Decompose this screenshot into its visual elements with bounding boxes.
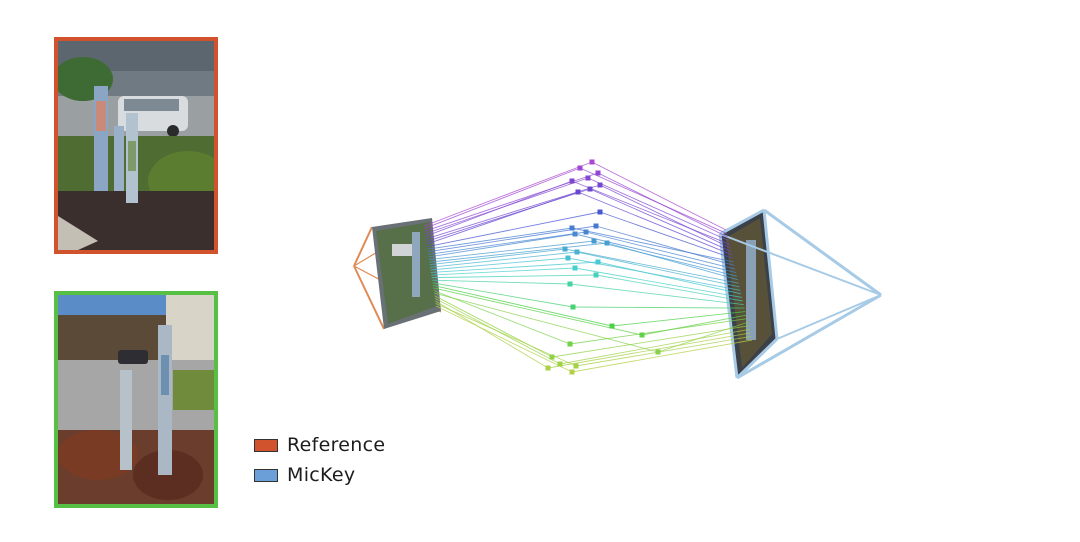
correspondence-ray xyxy=(432,280,570,284)
matched-3d-point xyxy=(573,232,578,237)
matched-3d-point xyxy=(568,282,573,287)
matched-3d-point xyxy=(596,260,601,265)
correspondence-ray xyxy=(575,268,742,297)
matched-3d-point xyxy=(598,210,603,215)
matched-3d-point xyxy=(584,230,589,235)
matched-3d-point xyxy=(640,333,645,338)
matched-3d-point xyxy=(558,362,563,367)
correspondence-ray xyxy=(572,340,752,372)
mickey-camera xyxy=(720,210,881,378)
matched-3d-point xyxy=(590,160,595,165)
legend-swatch-reference xyxy=(254,439,278,452)
matched-3d-point xyxy=(566,256,571,261)
legend: Reference MicKey xyxy=(254,430,385,490)
matched-3d-point xyxy=(610,324,615,329)
correspondence-ray xyxy=(436,306,572,372)
correspondence-ray xyxy=(573,307,744,308)
matched-3d-point xyxy=(570,226,575,231)
legend-label-mickey: MicKey xyxy=(287,464,355,486)
correspondence-ray xyxy=(596,275,743,301)
matched-3d-point xyxy=(576,190,581,195)
matched-3d-point xyxy=(570,370,575,375)
matched-3d-point xyxy=(568,342,573,347)
matched-3d-point xyxy=(592,239,597,244)
matched-3d-point xyxy=(571,305,576,310)
matched-3d-point xyxy=(550,355,555,360)
correspondence-ray xyxy=(570,284,744,305)
correspondence-ray xyxy=(433,285,612,326)
matched-3d-point xyxy=(570,179,575,184)
reference-camera xyxy=(354,218,441,329)
correspondence-ray xyxy=(588,178,729,241)
matched-3d-point xyxy=(594,224,599,229)
correspondence-ray xyxy=(598,262,741,294)
correspondence-ray xyxy=(576,336,751,366)
matched-3d-point xyxy=(588,187,593,192)
correspondence-ray xyxy=(590,189,731,251)
correspondence-ray xyxy=(560,329,749,364)
legend-item-mickey: MicKey xyxy=(254,460,385,490)
matched-3d-point xyxy=(596,171,601,176)
correspondence-ray xyxy=(548,333,750,368)
legend-item-reference: Reference xyxy=(254,430,385,460)
matched-3d-point xyxy=(578,166,583,171)
matched-3d-point xyxy=(594,273,599,278)
matched-3d-point xyxy=(546,366,551,371)
legend-swatch-mickey xyxy=(254,469,278,482)
correspondence-ray xyxy=(598,173,728,237)
matched-3d-point xyxy=(656,350,661,355)
correspondence-ray xyxy=(565,249,739,283)
matched-3d-point xyxy=(573,266,578,271)
correspondence-ray xyxy=(572,228,734,262)
correspondence-ray xyxy=(426,189,590,241)
correspondence-rays xyxy=(424,162,752,372)
matched-3d-point xyxy=(605,241,610,246)
matched-3d-point xyxy=(575,250,580,255)
matched-3d-point xyxy=(598,183,603,188)
legend-label-reference: Reference xyxy=(287,434,385,456)
matched-3d-point xyxy=(586,176,591,181)
matched-3d-point xyxy=(574,364,579,369)
correspondence-ray xyxy=(432,275,596,278)
matched-3d-point xyxy=(563,247,568,252)
correspondence-ray xyxy=(426,181,572,236)
